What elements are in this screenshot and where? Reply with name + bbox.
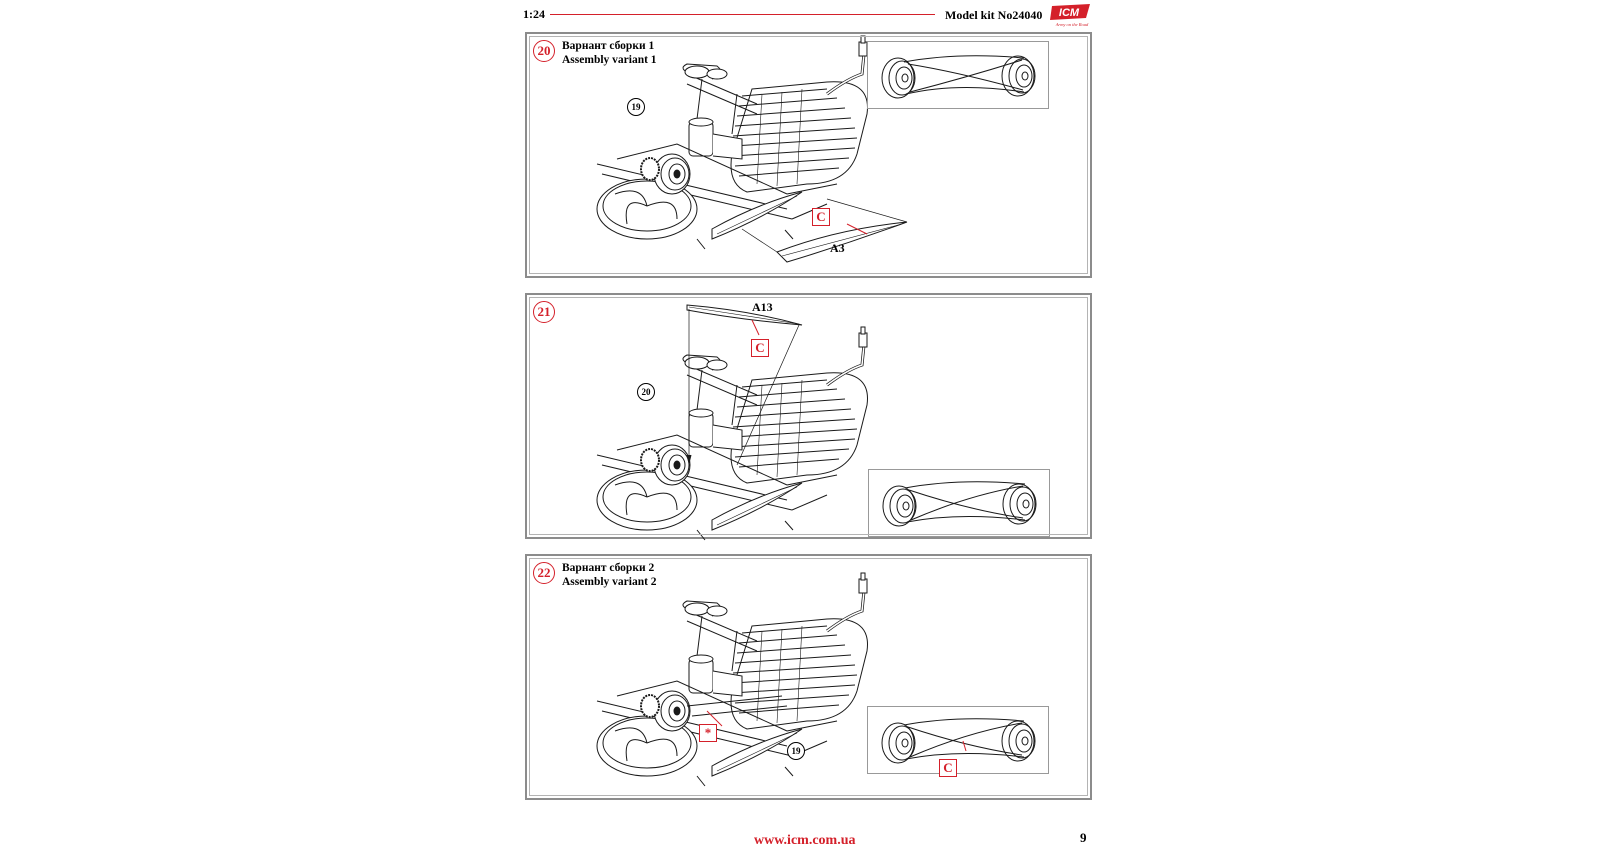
part-label: A3 — [830, 241, 845, 255]
step-number: 22 — [533, 562, 555, 584]
step-number: 21 — [533, 301, 555, 323]
ref-step-circle: 20 — [637, 383, 655, 401]
svg-text:Army on the Road: Army on the Road — [1055, 22, 1089, 27]
step-title-ru: Варнант сборки 1 — [562, 40, 655, 52]
footer-url[interactable]: www.icm.com.ua — [754, 833, 856, 848]
step-title: Варнант сборки 2 Assembly variant 2 — [562, 561, 657, 589]
assembly-drawing — [595, 34, 908, 263]
step-panel-21: 21 A13 C 20 — [525, 293, 1092, 541]
paint-code-box: C — [939, 759, 957, 777]
step-title-en: Assembly variant 1 — [562, 54, 657, 66]
ref-step-circle: 19 — [627, 98, 645, 116]
step-title-en: Assembly variant 2 — [562, 576, 657, 588]
ref-step-circle: 19 — [787, 742, 805, 760]
kit-number: Model kit No24040 — [945, 8, 1043, 22]
paint-code-box: C — [751, 339, 769, 357]
paint-code-box: * — [699, 724, 717, 742]
step-title-ru: Варнант сборки 2 — [562, 562, 655, 574]
step-panel-20: 20 Варнант сборки 1 Assembly variant 1 1… — [525, 32, 1092, 278]
belt-detail-inset — [867, 706, 1049, 774]
belt-detail-inset — [868, 469, 1050, 537]
page-number: 9 — [1080, 830, 1087, 845]
step-title: Варнант сборки 1 Assembly variant 1 — [562, 39, 657, 67]
header-rule — [550, 14, 935, 15]
step-number: 20 — [533, 40, 555, 62]
step-panel-22: 22 Варнант сборки 2 Assembly variant 2 *… — [525, 554, 1092, 800]
svg-text:ICM: ICM — [1059, 7, 1080, 19]
scale-label: 1:24 — [523, 7, 545, 21]
assembly-drawing — [595, 571, 869, 788]
assembly-drawing — [595, 304, 869, 541]
part-label: A13 — [752, 300, 773, 314]
paint-code-box: C — [812, 208, 830, 226]
belt-detail-inset — [867, 41, 1049, 109]
icm-logo: ICM Army on the Road — [1048, 2, 1094, 28]
